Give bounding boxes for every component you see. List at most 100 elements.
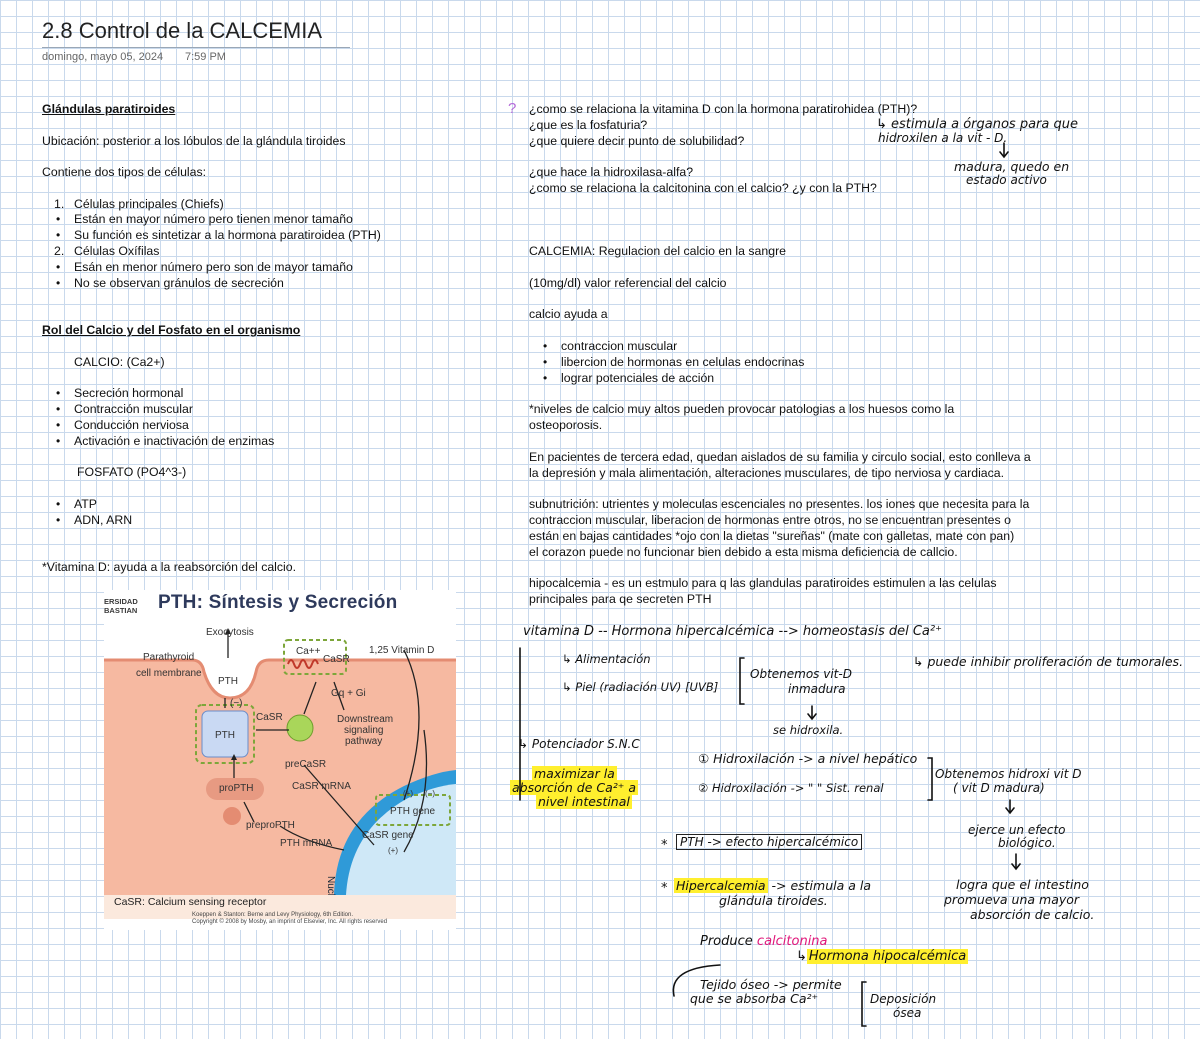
hw-maximizar-1: maximizar la (532, 766, 617, 781)
hw-osea: ósea (893, 1006, 922, 1020)
list-item: 2.Células Oxífilas (54, 244, 160, 258)
question-5: ¿como se relaciona la calcitonina con el… (529, 181, 877, 195)
subnut-line-2: contraccion muscular, liberacion de horm… (529, 513, 1011, 527)
fig-label-ca: Ca++ (296, 646, 321, 657)
page-time: 7:59 PM (185, 51, 226, 63)
list-item: Esán en menor número pero son de mayor t… (56, 260, 353, 276)
vitamina-d-note: *Vitamina D: ayuda a la reabsorción del … (42, 560, 297, 574)
casr-receptor-box (283, 639, 347, 675)
fig-label-plus2: (+) (388, 846, 398, 855)
fig-label-minus: (−) (230, 698, 243, 709)
heading-rol-calcio: Rol del Calcio y del Fosfato en el organ… (42, 323, 301, 337)
hw-potenciador: ↳ Potenciador S.N.C (518, 737, 640, 751)
tercera-line-2: la depresión y mala alimentación, altera… (529, 466, 1005, 480)
figure-title: PTH: Síntesis y Secreción (158, 592, 398, 613)
fig-label-downstream3: pathway (345, 736, 383, 747)
hw-se-hidroxila: se hidroxila. (773, 723, 844, 737)
list-item: libercion de hormonas en celulas endocri… (543, 355, 804, 371)
hw-piel: ↳ Piel (radiación UV) [UVB] (562, 680, 719, 694)
fig-label-casr-top: CaSR (323, 654, 350, 665)
hw-proliferacion: ↳ puede inhibir proliferación de tumoral… (913, 654, 1184, 669)
fig-label-pth-top: PTH (218, 676, 238, 687)
fig-label-casr-mrna: CaSR mRNA (292, 781, 351, 792)
fig-label-downstream2: signaling (344, 725, 384, 736)
fig-label-pth-vesicle: PTH (215, 730, 235, 741)
list-item: Contracción muscular (56, 402, 193, 418)
hw-logra-3: absorción de calcio. (970, 907, 1095, 922)
hw-logra-1: logra que el intestino (956, 877, 1089, 892)
hw-hipercalcemia: Hipercalcemia -> estimula a la (674, 878, 872, 893)
niveles-line-2: osteoporosis. (529, 418, 603, 432)
cell-membrane (104, 658, 456, 700)
figure-caption: CaSR: Calcium sensing receptor (114, 896, 267, 908)
calcio-label: CALCIO: (Ca2+) (74, 355, 165, 369)
hw-produce: Produce calcitonina (700, 934, 828, 949)
hw-glandula-tiroides: glándula tiroides. (719, 893, 828, 908)
subnut-line-4: el corazon puede no funcionar bien debid… (529, 545, 958, 559)
list-item: No se observan gránulos de secreción (56, 276, 284, 292)
ubicacion-text: Ubicación: posterior a los lóbulos de la… (42, 134, 346, 148)
hipo-line-1: hipocalcemia - es un estmulo para q las … (529, 576, 997, 590)
list-item: ADN, ARN (56, 513, 132, 529)
calcio-ayuda: calcio ayuda a (529, 307, 608, 321)
list-item: Secreción hormonal (56, 386, 183, 402)
hw-hidroxilen: hidroxilen a la vit - D. (878, 131, 1008, 145)
list-item: 1.Células principales (Chiefs) (54, 197, 224, 211)
fig-label-parathyroid: Parathyroid (143, 652, 195, 663)
hw-vitd-madura: ( vit D madura) (953, 781, 1045, 795)
list-item: contraccion muscular (543, 339, 677, 355)
fig-label-minus2: (−) (425, 789, 435, 798)
question-1: ¿como se relaciona la vitamina D con la … (529, 102, 918, 116)
question-4: ¿que hace la hidroxilasa-alfa? (529, 165, 694, 179)
hw-maximizar-2: absorción de Ca²⁺ a (510, 780, 639, 795)
fig-label-prepropth: preproPTH (246, 820, 295, 831)
fig-label-vitd: 1,25 Vitamin D (369, 645, 435, 656)
hw-hidroxilacion-2: ② Hidroxilación -> " " Sist. renal (698, 781, 884, 795)
list-item: Su función es sintetizar a la hormona pa… (56, 228, 381, 244)
fig-label-casr-gene: CaSR gene (362, 830, 414, 841)
fig-label-precasr: preCaSR (285, 759, 327, 770)
preproPTH-dot (223, 807, 241, 825)
question-3: ¿que quiere decir punto de solubilidad? (529, 134, 745, 148)
page-title: 2.8 Control de la CALCEMIA (42, 18, 323, 43)
hw-tejido-oseo: Tejido óseo -> permite (700, 977, 842, 992)
calcemia-def: CALCEMIA: Regulacion del calcio en la sa… (529, 244, 787, 258)
niveles-line-1: *niveles de calcio muy altos pueden prov… (529, 402, 955, 416)
question-2: ¿que es la fosfaturia? (529, 118, 648, 132)
fig-label-downstream1: Downstream (337, 714, 394, 725)
fosfato-label: FOSFATO (PO4^3-) (77, 465, 187, 479)
question-mark-icon: ? (508, 100, 517, 117)
fig-label-membrane: cell membrane (136, 668, 202, 679)
pth-figure (104, 590, 456, 930)
list-item: Están en mayor número pero tienen menor … (56, 212, 353, 228)
pth-gene-box (375, 794, 451, 826)
subnut-line-3: están en bajas cantidades *ojo con la di… (529, 529, 1015, 543)
hw-pth-efecto: PTH -> efecto hipercalcémico (676, 834, 863, 850)
fig-label-plus1: (+) (403, 789, 413, 798)
list-item: lograr potenciales de acción (543, 371, 714, 387)
hw-hormona-hipocalcemica: ↳Hormona hipocalcémica (796, 949, 969, 964)
fig-label-casr-mid: CaSR (256, 712, 283, 723)
hw-deposicion: Deposición (870, 992, 937, 1006)
hw-star-1: * (661, 838, 668, 853)
fig-label-pth-mrna: PTH mRNA (280, 838, 333, 849)
propth-pill (206, 778, 264, 800)
hw-logra-2: promueva una mayor (944, 892, 1080, 907)
list-item: Conducción nerviosa (56, 418, 189, 434)
pth-figure-diagram (104, 628, 456, 895)
pth-vesicle (201, 710, 249, 758)
contiene-text: Contiene dos tipos de células: (42, 165, 207, 179)
hw-madura: madura, quedo en (954, 159, 1070, 174)
hw-hidroxilacion-1: ① Hidroxilación -> a nivel hepático (698, 751, 918, 766)
hw-estado-activo: estado activo (966, 173, 1047, 187)
fig-label-gq: Gq + Gi (331, 688, 366, 699)
hw-biologico: biológico. (998, 836, 1056, 850)
hw-alimentacion: ↳ Alimentación (562, 652, 651, 666)
hw-inmadura: inmadura (788, 682, 846, 696)
nucleus-inner (346, 784, 456, 895)
valor-referencial: (10mg/dl) valor referencial del calcio (529, 276, 727, 290)
figure-footer (104, 895, 456, 919)
fig-label-pth-gene: PTH gene (390, 806, 436, 817)
hw-maximizar-3: nivel intestinal (536, 794, 632, 809)
